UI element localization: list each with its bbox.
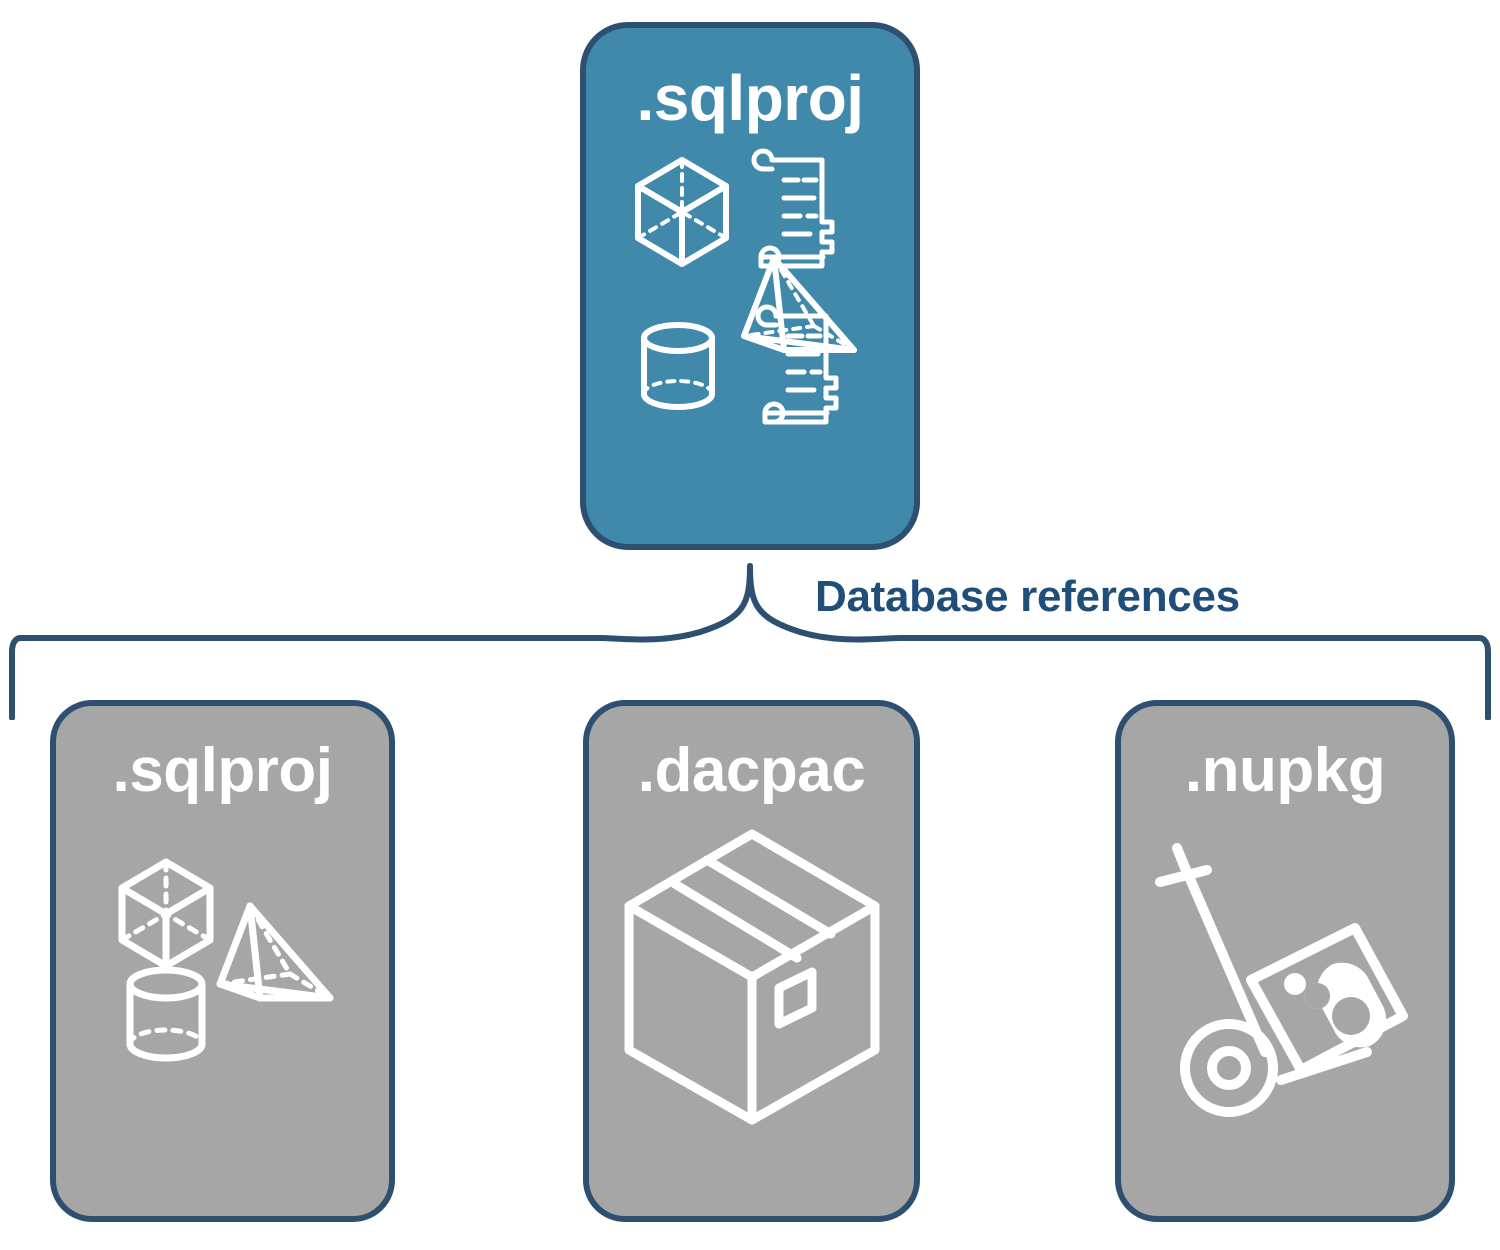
reference-card-icon-group (56, 802, 389, 1216)
reference-card-sqlproj[interactable]: .sqlproj (50, 700, 395, 1222)
reference-card-nupkg[interactable]: .nupkg (1115, 700, 1455, 1222)
database-objects-icon-cluster (118, 858, 333, 1062)
database-objects-icon-cluster (635, 148, 857, 425)
database-references-bracket (9, 563, 1491, 720)
reference-card-icon-group (1121, 802, 1449, 1216)
root-card-label: .sqlproj (636, 62, 864, 134)
database-references-label: Database references (815, 572, 1240, 621)
root-card-icon-group (586, 130, 914, 544)
reference-card-label: .dacpac (637, 736, 866, 805)
root-sqlproj-card[interactable]: .sqlproj (580, 22, 920, 550)
cylinder-wireframe-icon (126, 966, 205, 1062)
reference-card-dacpac[interactable]: .dacpac (583, 700, 920, 1222)
nuget-logo-mark (1284, 962, 1387, 1048)
hand-truck-package-icon (1155, 843, 1408, 1117)
cylinder-wireframe-icon (641, 322, 715, 410)
nuget-logo-cutouts (1304, 983, 1370, 1035)
shipping-box-icon (624, 829, 879, 1125)
reference-card-label: .sqlproj (112, 736, 333, 805)
pyramid-wireframe-icon (741, 255, 857, 353)
cube-wireframe-icon (635, 157, 729, 267)
cube-wireframe-icon (118, 858, 213, 970)
scroll-icon (751, 148, 835, 269)
pyramid-wireframe-icon (216, 902, 333, 1002)
reference-card-icon-group (589, 802, 914, 1216)
scroll-icon (755, 304, 839, 425)
reference-card-label: .nupkg (1184, 736, 1386, 805)
